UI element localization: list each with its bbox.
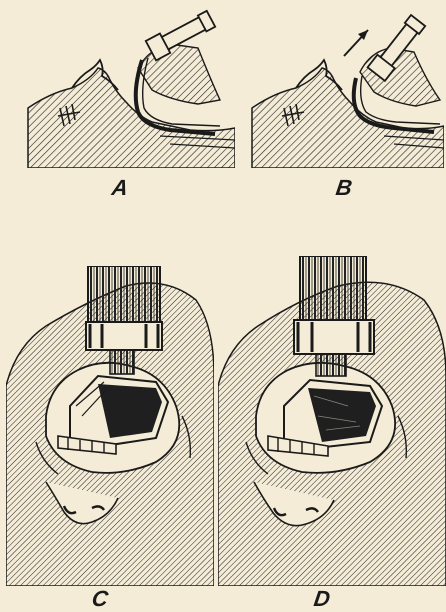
panel-d-illustration bbox=[218, 256, 446, 586]
panel-c-label: C bbox=[90, 586, 110, 612]
panel-d-label: D bbox=[312, 586, 332, 612]
panel-c-illustration bbox=[6, 266, 214, 586]
panel-a-illustration bbox=[20, 8, 235, 168]
panel-a-label: A bbox=[110, 175, 130, 201]
panel-b-illustration bbox=[244, 8, 444, 168]
panel-b-label: B bbox=[334, 175, 354, 201]
